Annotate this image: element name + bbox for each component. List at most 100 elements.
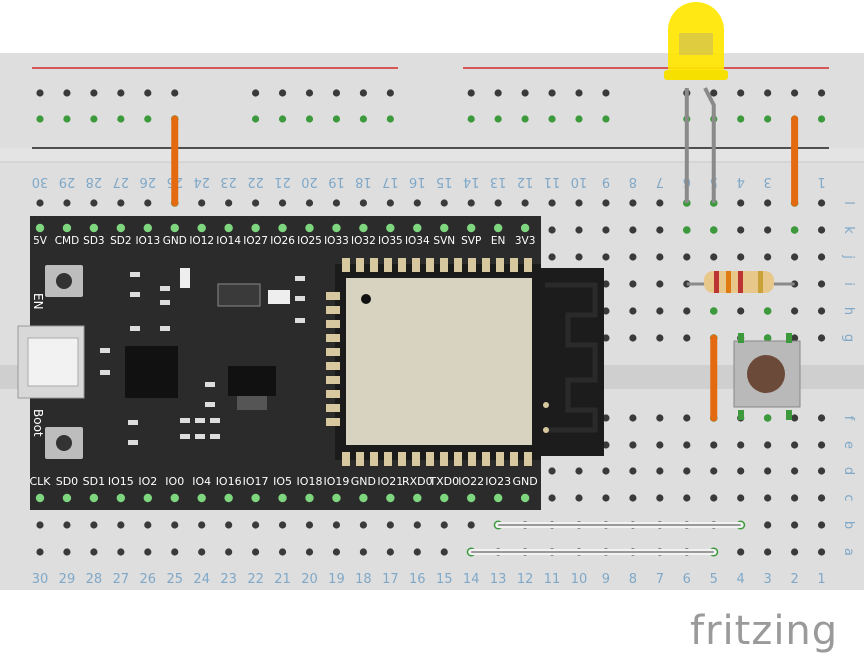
rail-hole bbox=[36, 115, 44, 123]
esp32-pin-label: IO0 bbox=[165, 475, 184, 488]
smd-part bbox=[195, 434, 205, 439]
module-shield bbox=[346, 278, 532, 445]
column-number-bottom: 8 bbox=[629, 572, 637, 587]
esp32-pin-label: IO16 bbox=[216, 475, 242, 488]
esp32-header-pin bbox=[493, 223, 503, 233]
smd-part bbox=[130, 326, 140, 331]
rail-hole bbox=[63, 89, 71, 97]
esp32-pin-label: IO19 bbox=[323, 475, 349, 488]
esp32-header-pin bbox=[35, 493, 45, 503]
grid-hole bbox=[629, 441, 637, 449]
grid-hole bbox=[575, 199, 583, 207]
esp32-pin-label: SVP bbox=[461, 235, 481, 247]
grid-hole bbox=[683, 441, 691, 449]
resistor-band bbox=[738, 271, 743, 293]
esp32-header-pin bbox=[467, 223, 476, 233]
esp32-header-pin bbox=[332, 223, 341, 233]
grid-hole bbox=[764, 521, 772, 529]
grid-hole bbox=[36, 521, 44, 529]
column-number-bottom: 26 bbox=[140, 572, 157, 587]
esp32-pin-label: SD1 bbox=[83, 475, 105, 488]
usb-chip bbox=[125, 346, 178, 398]
column-number-bottom: 11 bbox=[544, 572, 561, 587]
connected-hole bbox=[709, 226, 718, 234]
grid-hole bbox=[683, 494, 691, 502]
column-number-bottom: 4 bbox=[737, 572, 745, 587]
module-pad bbox=[326, 376, 340, 384]
grid-hole bbox=[575, 226, 583, 234]
grid-hole bbox=[63, 548, 71, 556]
grid-hole bbox=[467, 521, 475, 529]
esp32-pin-label: IO14 bbox=[216, 235, 241, 247]
grid-hole bbox=[764, 494, 772, 502]
smd-part bbox=[160, 286, 170, 291]
led-rim bbox=[664, 70, 728, 80]
grid-hole bbox=[332, 548, 341, 556]
column-number-bottom: 15 bbox=[436, 572, 453, 587]
grid-hole bbox=[737, 253, 745, 261]
rail-hole bbox=[305, 89, 314, 97]
grid-hole bbox=[791, 467, 799, 475]
smd-part bbox=[195, 418, 205, 423]
grid-hole bbox=[602, 467, 610, 475]
grid-hole bbox=[359, 521, 367, 529]
rail-hole bbox=[602, 89, 610, 97]
module-pad bbox=[370, 452, 378, 466]
smd-part bbox=[160, 326, 170, 331]
esp32-pin-label: IO33 bbox=[324, 235, 349, 247]
esp32-header-pin bbox=[251, 493, 260, 503]
esp32-header-pin bbox=[116, 223, 126, 233]
grid-hole bbox=[117, 548, 125, 556]
rail-hole bbox=[467, 115, 475, 123]
column-number-top: 20 bbox=[301, 174, 318, 189]
column-number-top: 13 bbox=[490, 174, 507, 189]
grid-hole bbox=[683, 467, 691, 475]
grid-hole bbox=[602, 334, 610, 342]
esp32-pin-label: GND bbox=[512, 475, 537, 488]
grid-hole bbox=[683, 253, 691, 261]
rail-hole bbox=[332, 115, 341, 123]
module-pad bbox=[326, 348, 340, 356]
column-number-top: 16 bbox=[409, 174, 426, 189]
esp32-pin-label: SD2 bbox=[110, 235, 131, 247]
module-pad bbox=[342, 452, 350, 466]
esp32-pin-label: SVN bbox=[433, 235, 455, 247]
grid-hole bbox=[656, 334, 664, 342]
grid-hole bbox=[602, 226, 610, 234]
grid-hole bbox=[656, 280, 664, 288]
grid-hole bbox=[90, 199, 98, 207]
grid-hole bbox=[602, 199, 610, 207]
rail-hole bbox=[252, 89, 260, 97]
smd-part bbox=[210, 418, 220, 423]
esp32-header-pin bbox=[224, 223, 233, 233]
module-pad bbox=[356, 452, 364, 466]
column-number-bottom: 20 bbox=[301, 572, 318, 587]
column-number-bottom: 2 bbox=[790, 572, 798, 587]
esp32-header-pin bbox=[305, 493, 314, 503]
pushbutton-leg bbox=[786, 333, 792, 343]
column-number-bottom: 12 bbox=[517, 572, 534, 587]
esp32-pin-label: EN bbox=[491, 235, 506, 247]
rail-hole bbox=[117, 89, 125, 97]
grid-hole bbox=[575, 467, 583, 475]
module-pad bbox=[496, 452, 504, 466]
module-pad bbox=[412, 452, 420, 466]
grid-hole bbox=[791, 414, 799, 422]
module-pad bbox=[398, 258, 406, 272]
rail-hole bbox=[171, 89, 179, 97]
column-number-top: 18 bbox=[355, 174, 372, 189]
grid-hole bbox=[817, 280, 826, 288]
grid-hole bbox=[737, 441, 745, 449]
esp32-pin-label: IO4 bbox=[192, 475, 211, 488]
grid-hole bbox=[764, 441, 772, 449]
column-number-top: 4 bbox=[737, 174, 745, 189]
esp32-header-pin bbox=[35, 223, 45, 233]
row-letter: i bbox=[841, 282, 856, 286]
column-number-top: 11 bbox=[544, 174, 561, 189]
grid-hole bbox=[252, 521, 260, 529]
grid-hole bbox=[656, 414, 664, 422]
column-number-bottom: 14 bbox=[463, 572, 480, 587]
esp32-pin-label: IO25 bbox=[297, 235, 322, 247]
grid-hole bbox=[144, 548, 152, 556]
